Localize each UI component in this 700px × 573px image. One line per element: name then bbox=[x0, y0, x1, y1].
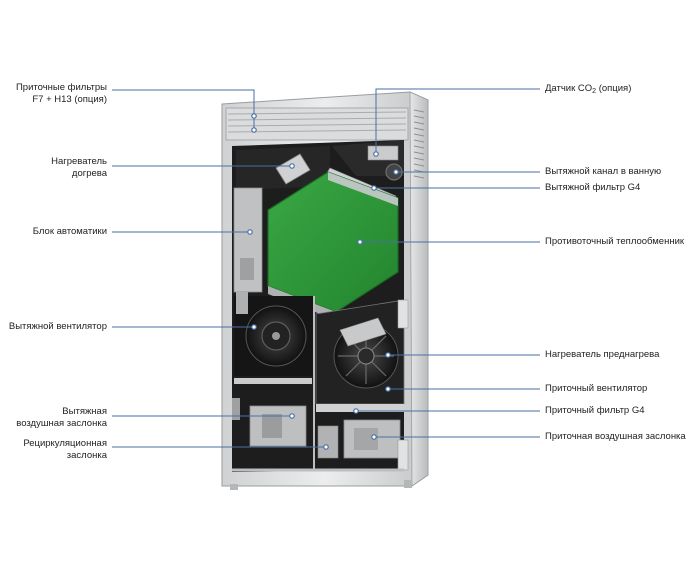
label-supply-fan: Приточный вентилятор bbox=[545, 383, 648, 394]
label-supply-filters-line1: Приточные фильтры bbox=[15, 82, 107, 93]
label-exhaust-damper: Вытяжная воздушная заслонка bbox=[16, 406, 107, 430]
label-supply-filters-line2: F7 + H13 (опция) bbox=[32, 94, 107, 105]
co2-sensor bbox=[367, 145, 399, 161]
label-control-unit: Блок автоматики bbox=[33, 226, 107, 238]
post-heater bbox=[275, 153, 311, 185]
recirc-damper bbox=[317, 425, 339, 459]
label-supply-filter: Приточный фильтр G4 bbox=[545, 405, 645, 416]
label-exhaust-fan-line1: Вытяжной вентилятор bbox=[8, 321, 107, 332]
unit-interior bbox=[232, 140, 409, 472]
label-co2-prefix: Датчик CO bbox=[545, 83, 593, 94]
label-exhaust-fan: Вытяжной вентилятор bbox=[9, 321, 107, 333]
top-filter-slats bbox=[225, 107, 409, 141]
leader-lines bbox=[112, 88, 540, 448]
pre-heater bbox=[339, 317, 387, 347]
label-co2-subscript: 2 bbox=[592, 88, 597, 95]
label-post-heater-line2: догрева bbox=[71, 168, 107, 179]
label-supply-damper: Приточная воздушная заслонка bbox=[545, 431, 686, 442]
supply-filter bbox=[316, 404, 404, 412]
label-control-unit-line1: Блок автоматики bbox=[32, 226, 107, 237]
label-exhaust-filter: Вытяжной фильтр G4 bbox=[545, 182, 641, 193]
label-co2-sensor: Датчик CO2 (опция) bbox=[545, 83, 631, 95]
leader-dots bbox=[247, 113, 399, 450]
leader-co2-sensor bbox=[375, 88, 540, 154]
label-post-heater-line1: Нагреватель bbox=[51, 156, 107, 167]
label-exhaust-damper-line2: воздушная заслонка bbox=[16, 418, 107, 429]
label-recirc-damper-line2: заслонка bbox=[66, 450, 107, 461]
label-post-heater: Нагреватель догрева bbox=[51, 156, 107, 180]
label-exhaust-damper-line1: Вытяжная bbox=[62, 406, 107, 417]
label-supply-filters: Приточные фильтры F7 + H13 (опция) bbox=[16, 82, 107, 106]
label-recirc-damper-line1: Рециркуляционная bbox=[23, 438, 107, 449]
side-vent-slots bbox=[413, 109, 425, 179]
label-recirc-damper: Рециркуляционная заслонка bbox=[23, 438, 107, 462]
label-heat-exchanger: Противоточный теплообменник bbox=[545, 236, 685, 247]
label-co2-suffix: (опция) bbox=[596, 83, 632, 94]
label-bathroom-duct: Вытяжной канал в ванную bbox=[545, 166, 662, 177]
label-pre-heater: Нагреватель преднагрева bbox=[545, 349, 660, 360]
